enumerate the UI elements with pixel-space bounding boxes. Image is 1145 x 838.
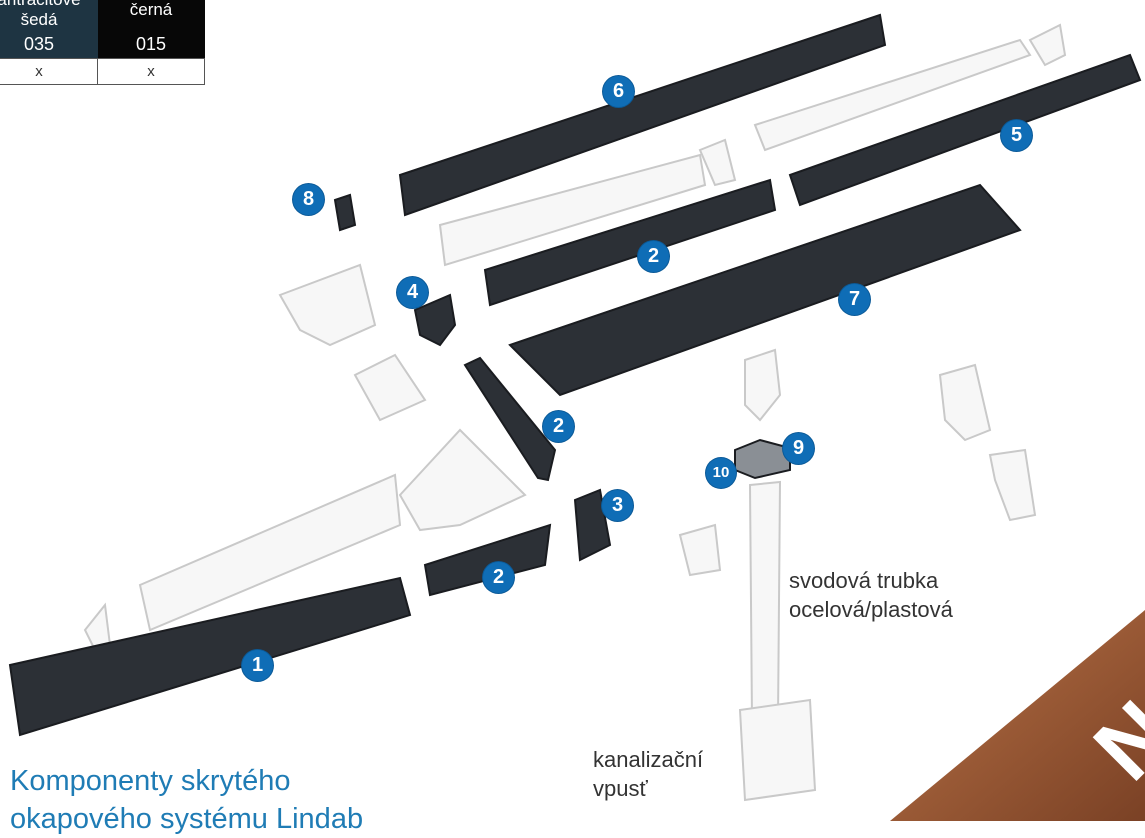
pipe-bend-upper	[940, 365, 990, 440]
color-table-code-row: 035 015	[0, 30, 205, 59]
gasket-ring	[735, 440, 790, 478]
outlet-piece	[745, 350, 780, 420]
badge-7: 7	[839, 284, 870, 315]
profile-8	[335, 195, 355, 230]
color-table-mark-row: x x	[0, 59, 205, 85]
badge-1: 1	[242, 650, 273, 681]
badge-3: 3	[602, 490, 633, 521]
badge-8: 8	[293, 184, 324, 215]
color-name-anthracite: antracitově šedá	[0, 0, 98, 30]
drain-inlet-label-line2: vpusť	[593, 774, 703, 803]
section-title: Komponenty skrytého okapového systému Li…	[10, 762, 510, 838]
pipe-bend-lower	[990, 450, 1035, 520]
drain-inlet-label-line1: kanalizační	[593, 745, 703, 774]
color-table: antracitově šedá černá 035 015 x x	[0, 0, 205, 85]
drain-inlet	[740, 700, 815, 800]
badge-10: 10	[706, 458, 736, 488]
badge-9: 9	[783, 433, 814, 464]
color-table-header-row: antracitově šedá černá	[0, 0, 205, 30]
badge-4: 4	[397, 277, 428, 308]
downpipe-label-line2: ocelová/plastová	[789, 595, 953, 624]
color-code-anthracite: 035	[0, 30, 98, 59]
downpipe-label: svodová trubka ocelová/plastová	[789, 566, 953, 624]
badge-2-upper: 2	[638, 241, 669, 272]
availability-mark-black: x	[98, 59, 205, 85]
color-code-black: 015	[98, 30, 205, 59]
badge-6: 6	[603, 76, 634, 107]
availability-mark-anthracite: x	[0, 59, 98, 85]
gutter-system-diagram	[0, 0, 1145, 821]
gutter-joint-left	[355, 355, 425, 420]
section-title-line2: okapového systému Lindab	[10, 800, 510, 838]
downpipe	[750, 482, 780, 720]
color-name-black: černá	[98, 0, 205, 30]
badge-2-diagonal: 2	[543, 411, 574, 442]
downpipe-label-line1: svodová trubka	[789, 566, 953, 595]
end-cap-top	[1030, 25, 1065, 65]
pipe-clip	[680, 525, 720, 575]
drain-inlet-label: kanalizační vpusť	[593, 745, 703, 803]
corner-piece-upper	[280, 265, 375, 345]
gutter-joint-top	[700, 140, 735, 185]
corner-piece-lower	[400, 430, 525, 530]
badge-5: 5	[1001, 120, 1032, 151]
badge-2-lower: 2	[483, 562, 514, 593]
section-title-line1: Komponenty skrytého	[10, 762, 510, 800]
